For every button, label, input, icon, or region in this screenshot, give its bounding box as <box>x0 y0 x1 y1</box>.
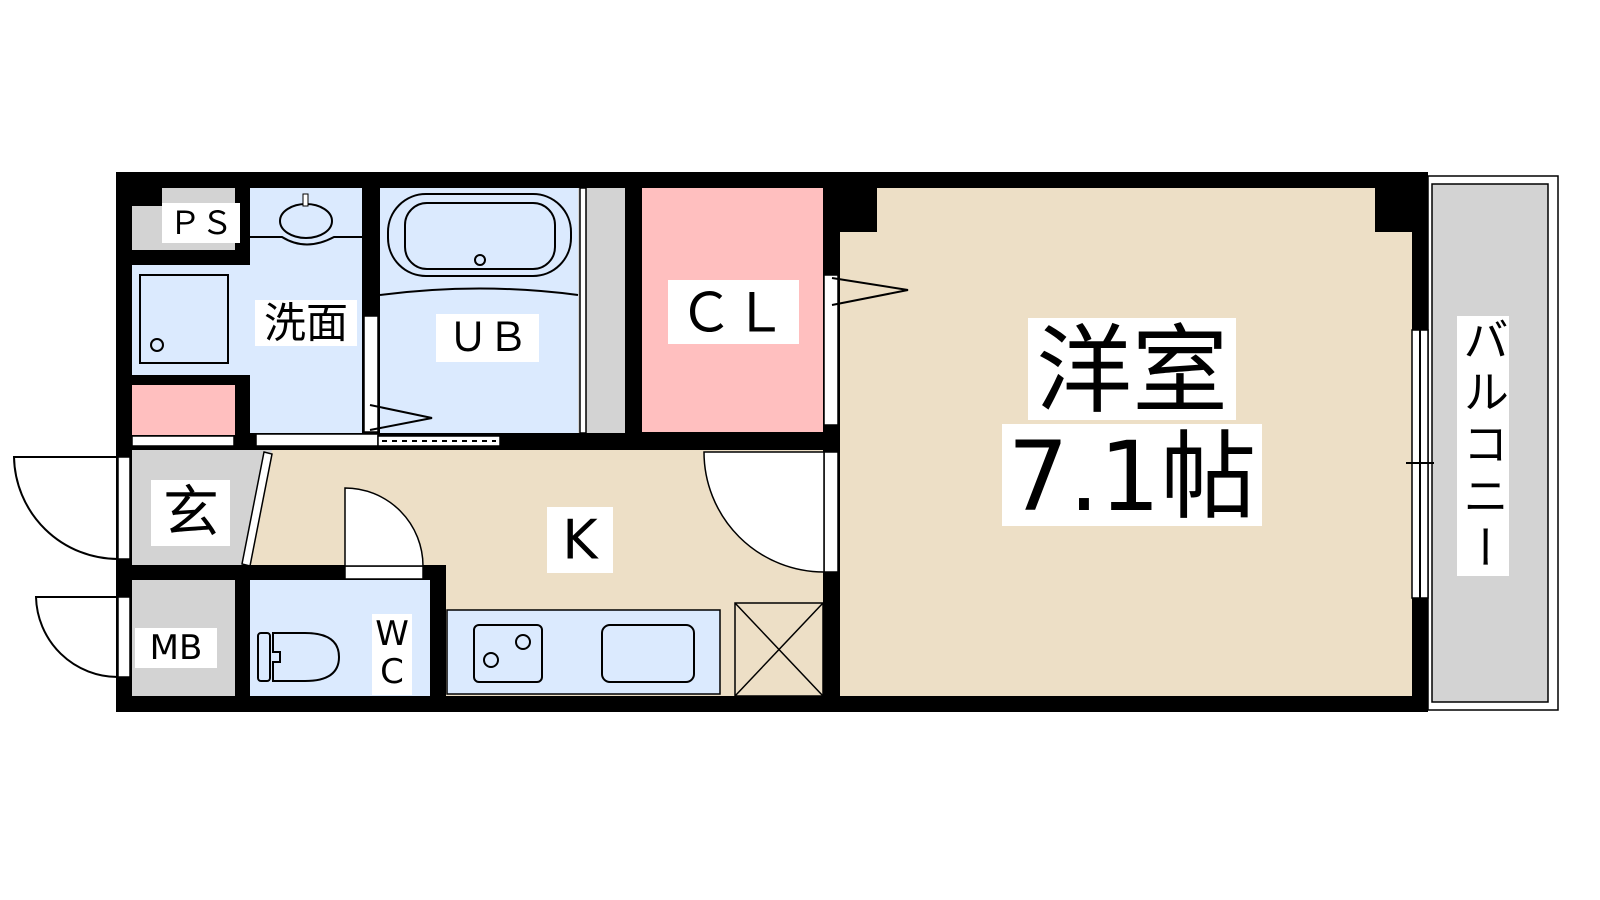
sink-icon <box>601 624 695 683</box>
stove-icon <box>473 624 543 683</box>
label-toilet-w: W <box>375 614 409 654</box>
label-ps: ＰＳ <box>169 204 233 242</box>
label-balcony: バルコニー <box>1456 316 1510 576</box>
label-toilet-c: C <box>380 652 404 692</box>
sliding-door[interactable] <box>377 435 501 447</box>
pillar <box>840 188 877 232</box>
room-door[interactable] <box>823 451 839 573</box>
label-bath: ＵＢ <box>448 315 528 361</box>
bathroom <box>380 188 578 433</box>
label-washroom: 洗面 <box>264 299 348 348</box>
bathtub <box>387 193 572 277</box>
mb-door[interactable] <box>117 596 131 678</box>
label-western-room: 洋室 <box>1036 315 1228 427</box>
wall <box>430 565 446 696</box>
sink <box>250 236 362 246</box>
label-entrance: 玄 <box>163 481 219 546</box>
sliding-door[interactable] <box>255 433 379 447</box>
storage <box>132 385 235 435</box>
fridge-space <box>734 602 824 697</box>
wall <box>132 250 250 265</box>
label-meter-box: MB <box>150 628 203 668</box>
pillar <box>1375 188 1412 232</box>
wall <box>362 188 380 316</box>
wall <box>235 580 250 696</box>
front-door[interactable] <box>117 456 131 560</box>
toilet-door[interactable] <box>344 565 424 580</box>
wall <box>132 375 250 385</box>
label-kitchen: K <box>562 509 599 572</box>
washing-machine-pan <box>139 274 229 364</box>
bath-door[interactable] <box>363 315 379 433</box>
label-closet: ＣＬ <box>679 282 787 345</box>
sliding-door[interactable] <box>131 435 235 447</box>
closet-door[interactable] <box>823 274 839 426</box>
label-room-size: 7.1帖 <box>1008 421 1257 533</box>
